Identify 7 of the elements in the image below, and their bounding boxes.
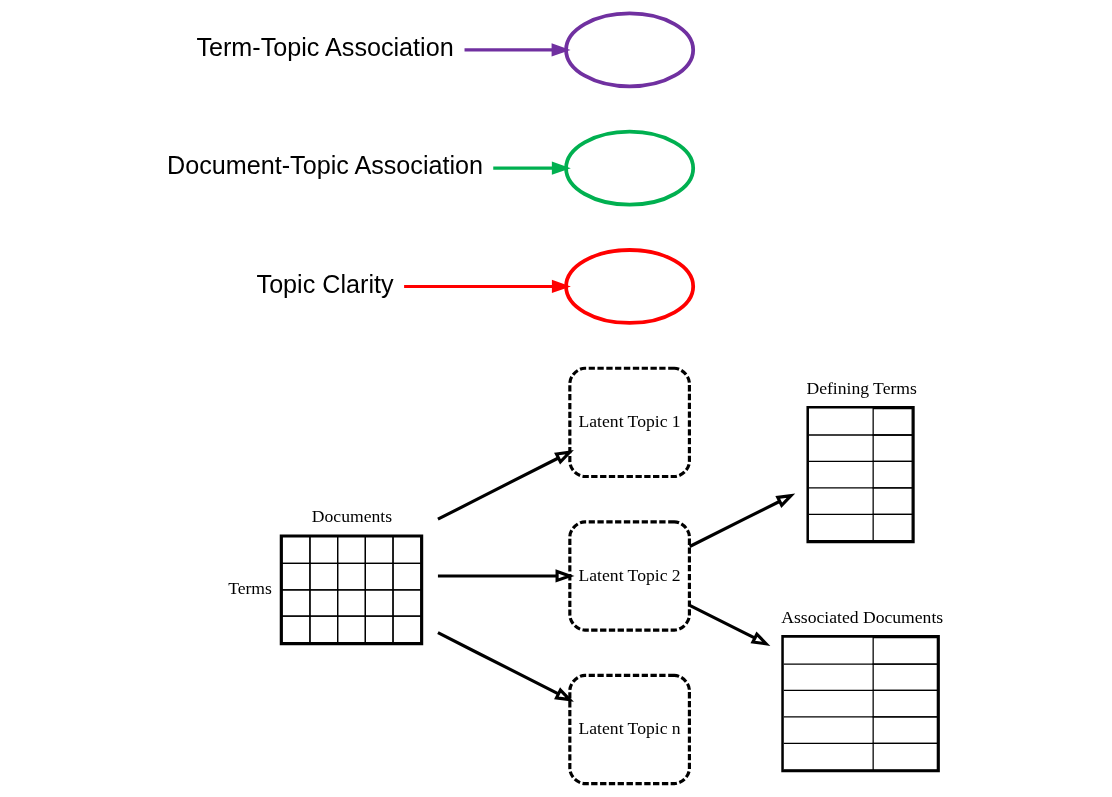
node-label: Defining Terms xyxy=(806,377,917,398)
node-text: Document-Topic Association xyxy=(167,151,484,180)
node-label: Terms xyxy=(228,578,272,599)
node-text: Topic Clarity xyxy=(256,269,394,298)
node-label: Documents xyxy=(311,506,393,527)
node-label: Associated Documents xyxy=(781,606,944,627)
node-text: Term-Topic Association xyxy=(196,33,454,62)
